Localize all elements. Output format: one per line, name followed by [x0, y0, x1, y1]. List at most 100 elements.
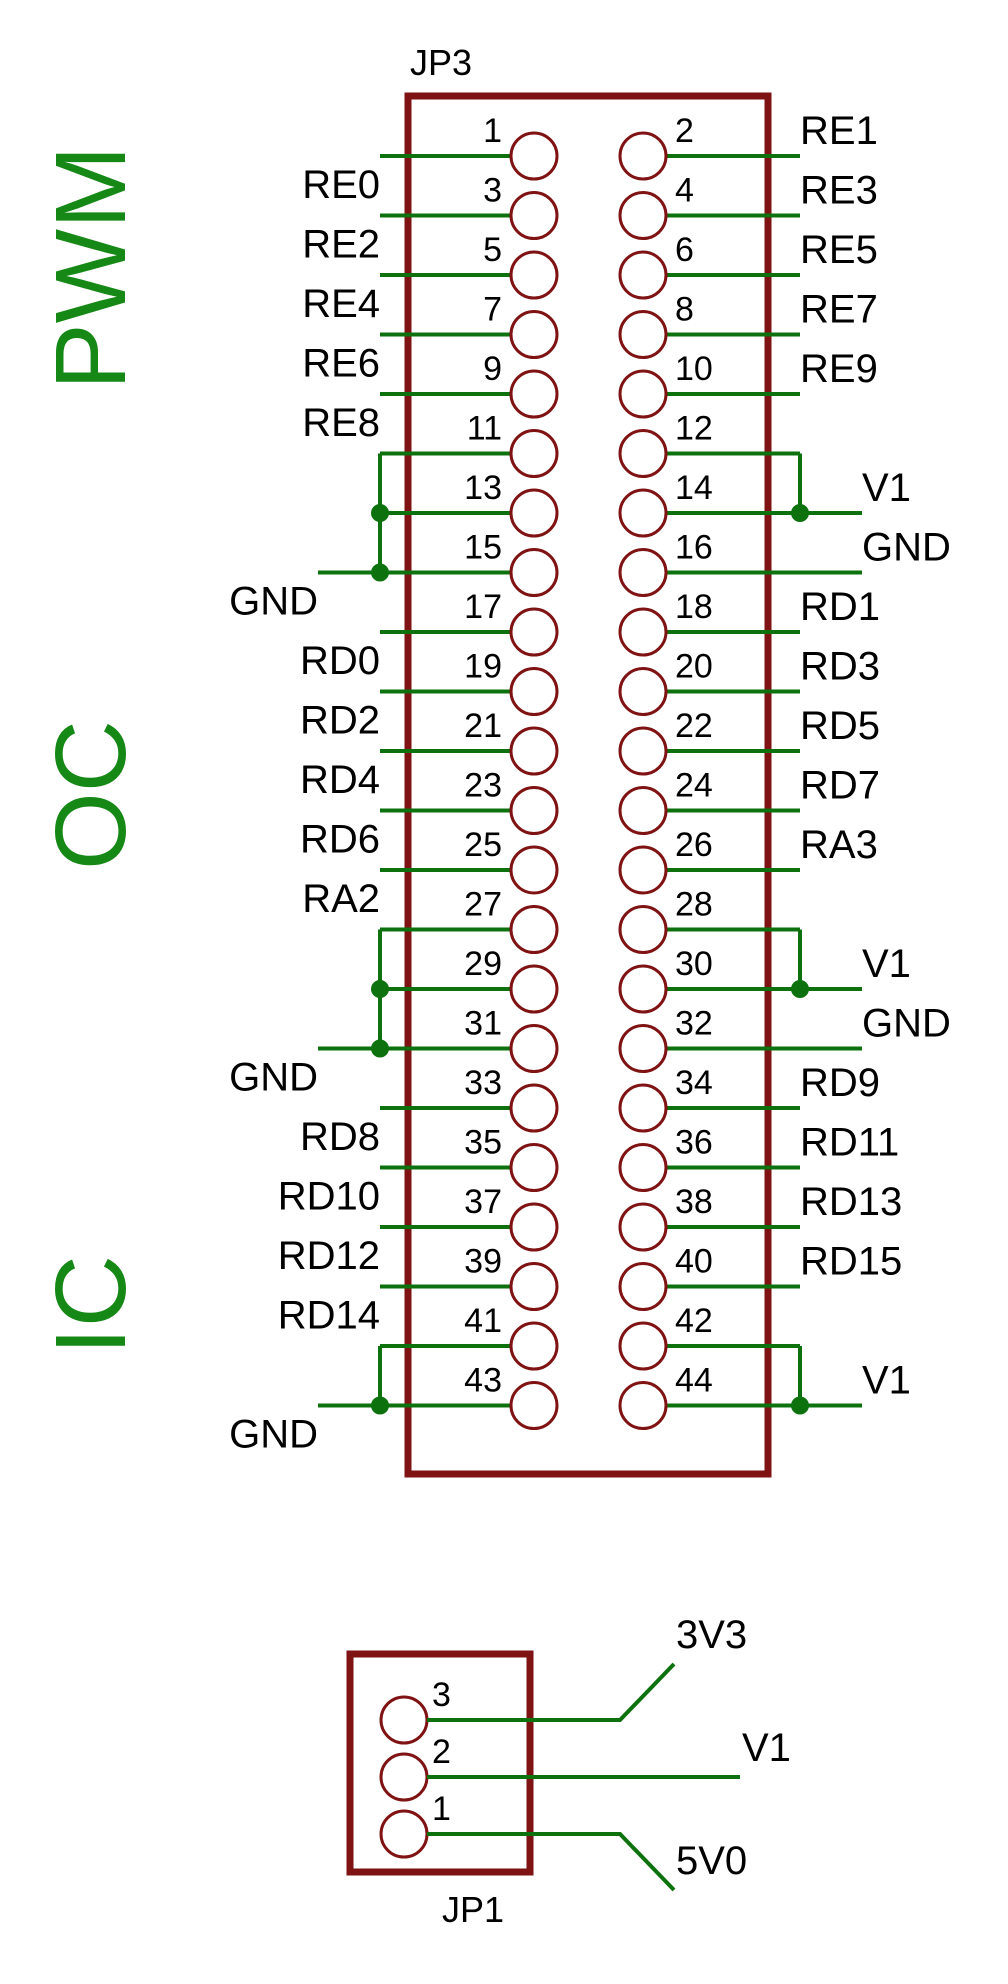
net-label: RE5 [800, 228, 878, 272]
net-label: RD5 [800, 704, 880, 748]
pin-number: 10 [675, 350, 713, 388]
pin-pad [509, 845, 559, 895]
net-label: RD4 [300, 758, 380, 802]
net-label: RD6 [300, 818, 380, 862]
net-label: RE8 [302, 401, 380, 445]
net-label: RD13 [800, 1180, 902, 1224]
pin-pad [618, 1202, 668, 1252]
net-label: RD3 [800, 645, 880, 689]
pin-pad [509, 191, 559, 240]
pin-number: 35 [464, 1124, 502, 1162]
pin-pad [618, 548, 668, 597]
pin-pad [509, 250, 559, 300]
pin-pad [379, 1809, 429, 1859]
pin-pad [509, 726, 559, 776]
jp3-pads [509, 131, 668, 1430]
pin-number: 12 [675, 410, 713, 448]
net-label: RA2 [302, 877, 380, 921]
net-label: RA3 [800, 823, 878, 867]
jp1-wire [427, 1832, 676, 1892]
pin-number: 31 [464, 1005, 502, 1043]
pin-pad [509, 488, 559, 538]
pin-pad [509, 1202, 559, 1252]
pin-pad [618, 964, 668, 1014]
pin-number: 16 [675, 529, 713, 567]
pin-number: 36 [675, 1124, 713, 1162]
pin-pad [618, 488, 668, 538]
pin-pad [509, 1262, 559, 1311]
jp1-outline [346, 1650, 534, 1876]
net-label: RD10 [278, 1175, 380, 1219]
pin-number: 2 [432, 1733, 451, 1771]
jp1-wire [427, 1662, 676, 1722]
pin-pad [618, 1024, 668, 1073]
net-label: V1 [862, 1359, 911, 1403]
section-label-oc: OC [35, 720, 147, 870]
pin-number: 13 [464, 469, 502, 507]
pin-number: 37 [464, 1183, 502, 1221]
pin-number: 23 [464, 767, 502, 805]
pin-pad [618, 667, 668, 716]
pin-pad [379, 1752, 429, 1802]
pin-number: 29 [464, 945, 502, 983]
pin-pad [509, 131, 559, 181]
pin-pad [618, 429, 668, 478]
pin-number: 41 [464, 1302, 502, 1340]
pin-number: 5 [483, 231, 502, 269]
pin-number: 3 [432, 1676, 451, 1714]
pin-pad [618, 905, 668, 954]
junction-dot [371, 504, 389, 522]
junction-dot [371, 563, 389, 582]
pin-number: 6 [675, 231, 694, 269]
net-label: GND [862, 526, 951, 570]
pin-pad [509, 905, 559, 954]
pin-pad [509, 964, 559, 1014]
pin-pad [618, 369, 668, 419]
net-label: GND [229, 580, 318, 624]
net-label: RE1 [800, 109, 878, 153]
net-label: V1 [862, 942, 911, 986]
pin-number: 30 [675, 945, 713, 983]
section-label-ic: IC [35, 1255, 147, 1355]
pin-number: 18 [675, 588, 713, 626]
pin-pad [509, 429, 559, 478]
pin-pad [618, 131, 668, 181]
net-label: RE3 [800, 169, 878, 213]
pin-number: 4 [675, 172, 694, 210]
junction-dot [791, 1396, 809, 1415]
pin-pad [618, 191, 668, 240]
pin-number: 26 [675, 826, 713, 864]
junction-dot [371, 1039, 389, 1058]
pin-number: 43 [464, 1362, 502, 1400]
pin-pad [618, 1143, 668, 1192]
pin-number: 2 [675, 112, 694, 150]
net-label: RD7 [800, 764, 880, 808]
pin-pad [509, 1321, 559, 1371]
pin-number: 25 [464, 826, 502, 864]
pin-pad [618, 1321, 668, 1371]
net-label: RE7 [800, 288, 878, 332]
net-label: RD12 [278, 1234, 380, 1278]
net-label: RD11 [800, 1121, 899, 1165]
net-label: RE0 [302, 163, 380, 207]
pin-number: 24 [675, 767, 713, 805]
pin-pad [509, 1381, 559, 1430]
net-label: RD1 [800, 585, 880, 629]
net-label: RD8 [300, 1115, 380, 1159]
net-label: RE4 [302, 282, 380, 326]
pin-number: 40 [675, 1243, 713, 1281]
pin-pad [618, 1262, 668, 1311]
pin-number: 8 [675, 291, 694, 329]
pin-number: 11 [467, 410, 502, 448]
net-label: V1 [862, 466, 911, 510]
pin-number: 33 [464, 1064, 502, 1102]
jp3-outline [404, 92, 772, 1478]
net-label: RE6 [302, 342, 380, 386]
net-label: RD9 [800, 1061, 880, 1105]
net-label: RD2 [300, 699, 380, 743]
section-label-pwm: PWM [35, 146, 147, 390]
pin-pad [509, 1143, 559, 1192]
jp3-wires [318, 154, 862, 1415]
